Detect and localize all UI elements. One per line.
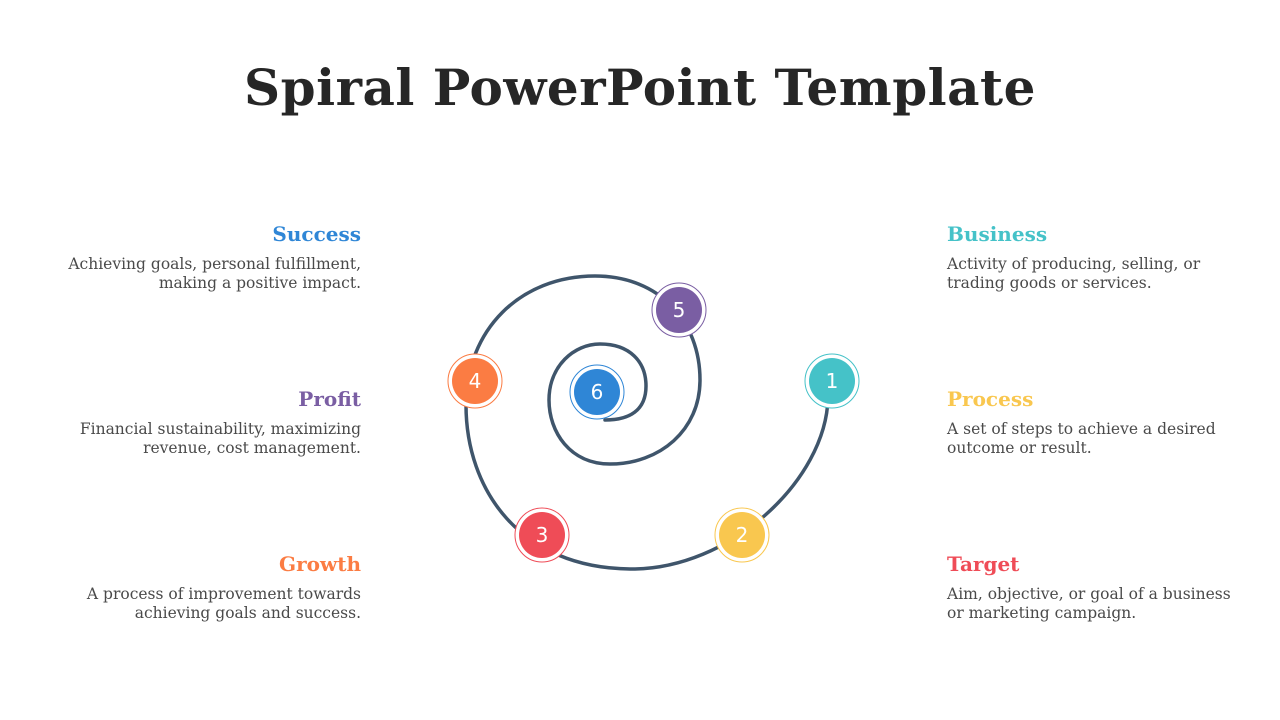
growth-description: A process of improvement towards achievi… xyxy=(86,585,361,622)
profit-block: Profit Financial sustainability, maximiz… xyxy=(61,387,361,458)
node-1-label: 1 xyxy=(826,369,839,393)
success-heading: Success xyxy=(272,222,361,246)
node-4-circle xyxy=(452,358,498,404)
profit-heading: Profit xyxy=(298,387,361,411)
node-1[interactable]: 1 xyxy=(804,353,860,409)
node-5-circle xyxy=(656,287,702,333)
target-description: Aim, objective, or goal of a business or… xyxy=(947,585,1231,622)
node-6-label: 6 xyxy=(591,380,604,404)
success-description: Achieving goals, personal fulfillment, m… xyxy=(68,255,361,292)
node-6-circle xyxy=(574,369,620,415)
node-4-label: 4 xyxy=(469,369,482,393)
business-block: Business Activity of producing, selling,… xyxy=(947,222,1247,293)
node-3-label: 3 xyxy=(536,523,549,547)
profit-description: Financial sustainability, maximizing rev… xyxy=(79,420,361,457)
target-heading: Target xyxy=(947,552,1020,576)
node-2-label: 2 xyxy=(736,523,749,547)
node-2-circle xyxy=(719,512,765,558)
success-block: Success Achieving goals, personal fulfil… xyxy=(61,222,361,293)
process-heading: Process xyxy=(947,387,1034,411)
node-5-label: 5 xyxy=(673,298,686,322)
growth-heading: Growth xyxy=(279,552,361,576)
node-3-circle xyxy=(519,512,565,558)
target-block: Target Aim, objective, or goal of a busi… xyxy=(947,552,1247,623)
business-heading: Business xyxy=(947,222,1048,246)
node-2[interactable]: 2 xyxy=(714,507,770,563)
page-title: Spiral PowerPoint Template xyxy=(244,58,1036,117)
business-description: Activity of producing, selling, or tradi… xyxy=(947,255,1201,292)
node-5[interactable]: 5 xyxy=(651,282,707,338)
process-block: Process A set of steps to achieve a desi… xyxy=(947,387,1247,458)
node-4[interactable]: 4 xyxy=(447,353,503,409)
node-3[interactable]: 3 xyxy=(514,507,570,563)
growth-block: Growth A process of improvement towards … xyxy=(61,552,361,623)
process-description: A set of steps to achieve a desired outc… xyxy=(947,420,1216,457)
node-6[interactable]: 6 xyxy=(569,364,625,420)
node-1-circle xyxy=(809,358,855,404)
